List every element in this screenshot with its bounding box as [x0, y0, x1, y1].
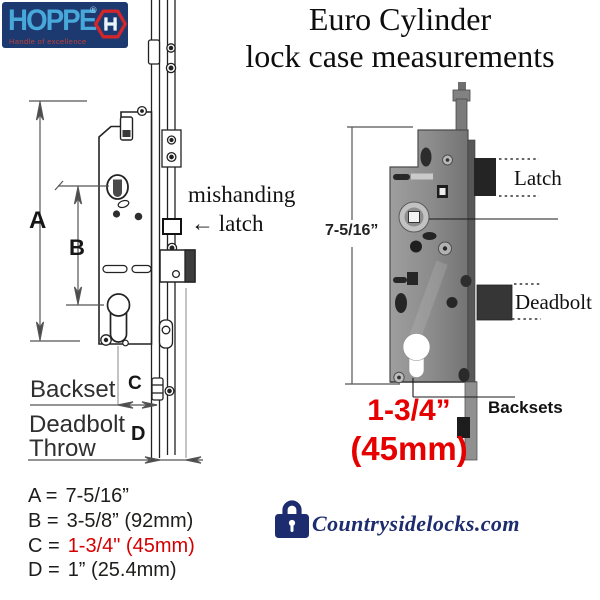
lock-body — [389, 129, 477, 384]
site-name: Countrysidelocks.com — [312, 511, 520, 536]
mishanding-label-line2: ← latch — [191, 211, 264, 236]
hoppe-tagline: Handle of excellence — [9, 37, 87, 46]
measurements-list: A = 7-5/16” B = 3-5/8” (92mm) C = 1-3/4"… — [28, 484, 195, 583]
backset-value-inches: 1-3/4” — [367, 394, 451, 427]
title-line-2: lock case measurements — [245, 38, 555, 74]
spindle-shaft — [452, 82, 471, 133]
deadbolt-throw-label: Deadbolt Throw — [29, 411, 126, 462]
photo-leader-lines — [412, 218, 558, 398]
backset-label: Backset — [30, 376, 116, 403]
page-title: Euro Cylinder lock case measurements — [200, 1, 600, 75]
hoppe-logo: HOPPE ® Handle of excellence — [2, 2, 128, 48]
dotted-callout-lines — [499, 158, 541, 320]
dim-c-label: C — [128, 373, 142, 394]
dim-d-label: D — [131, 423, 146, 445]
strip-components — [147, 39, 196, 401]
mishanding-label-line1: mishanding — [188, 182, 296, 207]
measurement-row-c: C = 1-3/4" (45mm) — [28, 534, 195, 557]
backsets-label: Backsets — [488, 398, 563, 417]
photo-height-dimension — [345, 126, 413, 385]
height-dimension-label: 7-5/16” — [325, 222, 379, 239]
deadbolt-label: Deadbolt — [515, 290, 592, 314]
hoppe-logo-text: HOPPE — [8, 4, 97, 37]
dimension-lines — [28, 100, 203, 464]
latch-bolt — [474, 158, 496, 196]
measurement-row-d: D = 1” (25.4mm) — [28, 559, 177, 582]
lock-case-outline — [98, 105, 153, 347]
measurement-row-a: A = 7-5/16” — [28, 485, 129, 507]
dim-b-label: B — [69, 235, 85, 260]
deadbolt-bolt — [476, 284, 513, 321]
lock-photo-diagram — [345, 82, 558, 461]
mishanding-latch-part — [162, 218, 182, 235]
padlock-icon — [275, 500, 309, 538]
latch-label: Latch — [514, 166, 562, 190]
dim-a-label: A — [29, 207, 47, 234]
lock-line-drawing — [28, 0, 203, 464]
registered-trademark-icon: ® — [90, 5, 97, 15]
measurement-row-b: B = 3-5/8” (92mm) — [28, 509, 194, 532]
backset-value-mm: (45mm) — [350, 430, 468, 467]
hoppe-hexagon-icon — [94, 9, 127, 39]
left-arrow-icon: ← — [191, 211, 214, 236]
title-line-1: Euro Cylinder — [308, 1, 492, 37]
